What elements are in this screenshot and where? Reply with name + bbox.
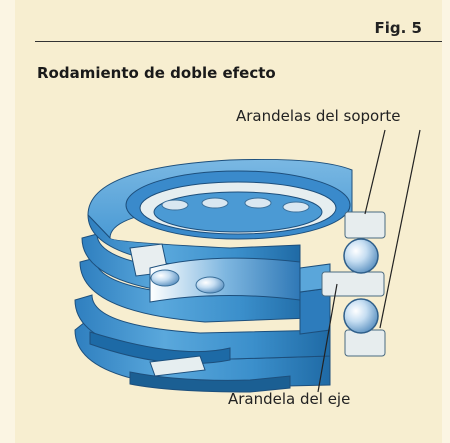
header-rule bbox=[35, 41, 442, 42]
callout-housing-washers: Arandelas del soporte bbox=[236, 107, 401, 125]
leader-lines bbox=[317, 129, 421, 393]
housing-washer-bottom bbox=[74, 294, 331, 393]
cross-section bbox=[321, 211, 386, 357]
ball-upper bbox=[343, 238, 379, 274]
inner-raceway bbox=[89, 257, 301, 377]
figure-title: Rodamiento de doble efecto bbox=[37, 64, 276, 82]
figure-number: Fig. 5 bbox=[374, 19, 422, 37]
callout-shaft-washer: Arandela del eje bbox=[228, 390, 351, 408]
ball-lower bbox=[343, 298, 379, 334]
